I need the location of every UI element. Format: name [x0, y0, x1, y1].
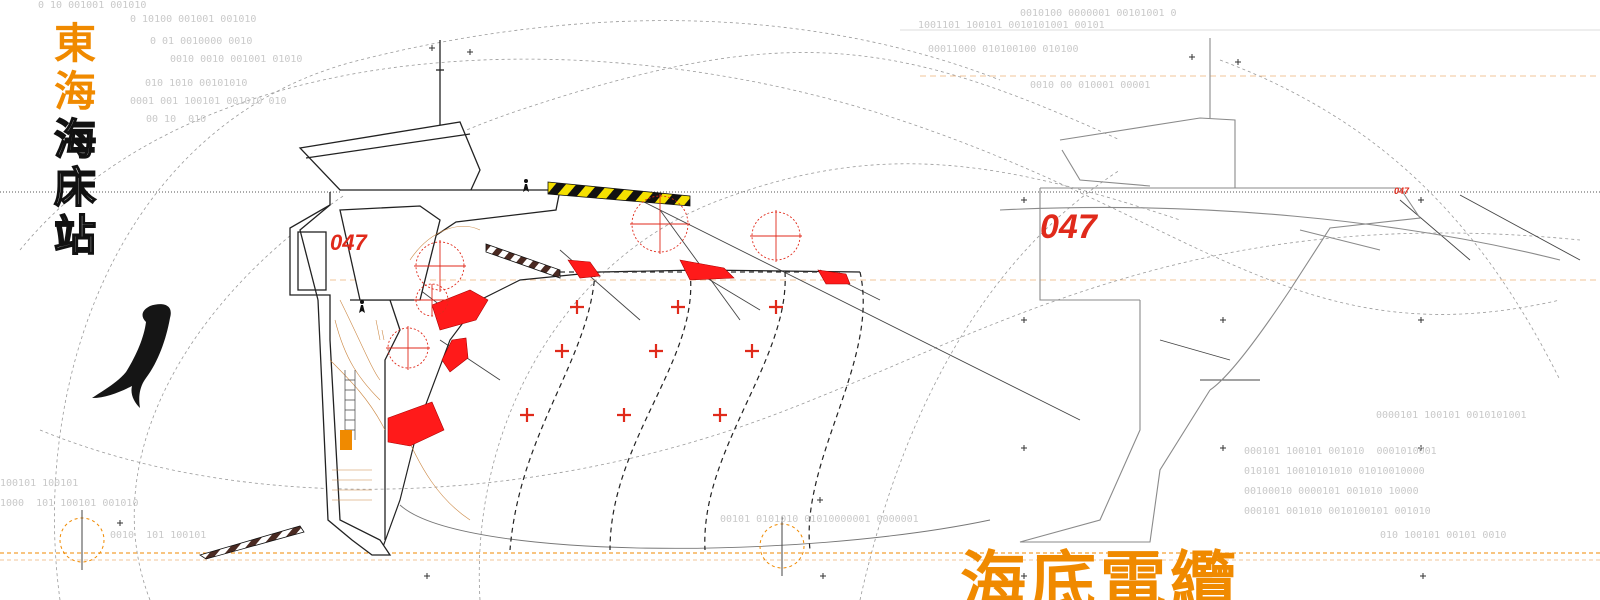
code-block: 000101 100101 001010 0001010001: [1244, 446, 1437, 457]
title-char: 東: [53, 19, 96, 68]
hull-number-label-small: 047: [1394, 186, 1410, 196]
code-block: 00101 0101010 01010000001 0000001: [720, 514, 919, 525]
code-block: 0 10 001001 001010: [38, 0, 147, 11]
tether-lines: [419, 189, 1581, 421]
station-structure: [289, 40, 561, 556]
code-block: 0001 001 100101 001010 010: [130, 96, 287, 107]
code-block: 010 1010 00101010: [145, 78, 248, 89]
interior-hatching: [329, 226, 481, 521]
red-cross-marker-icon: [713, 408, 727, 422]
cross-markers: [520, 300, 783, 422]
title-char: 海: [53, 115, 97, 165]
code-block: 00011000 010100100 010100: [928, 44, 1079, 55]
crosshair-target-icon: [414, 283, 450, 317]
crosshair-targets: [386, 194, 802, 370]
title-char: 站: [53, 211, 97, 261]
crosshair-target-icon: [59, 510, 105, 570]
title-char: 海: [53, 67, 96, 116]
code-block: 0010 101 100101: [110, 530, 207, 541]
bottom-title: 海底電纜: [960, 544, 1240, 600]
code-block: 0010 0010 001001 01010: [170, 54, 303, 65]
orange-hatch: [340, 430, 352, 450]
hull-number-label: 047: [330, 230, 367, 255]
code-block: 010101 10010101010 01010010000: [1244, 466, 1425, 477]
title-char: 床: [53, 163, 97, 213]
cable-lines: [509, 271, 864, 551]
code-block: 000101 001010 0010100101 001010: [1244, 506, 1431, 517]
grid-crosses: [117, 45, 1426, 579]
code-block: 0000101 100101 0010101001: [1376, 410, 1527, 421]
code-block: 00 10 010: [146, 114, 207, 125]
code-block: 1001101 100101 0010101001 00101: [918, 20, 1105, 31]
ghost-station-outline: [999, 38, 1561, 543]
crosshair-target-icon: [759, 516, 805, 576]
vertical-title: 東 海 海 床 站: [44, 19, 106, 261]
code-block: 100101 100101: [0, 478, 79, 489]
red-cross-marker-icon: [649, 344, 663, 358]
code-block: 1000 101 100101 001010: [0, 498, 139, 509]
orbit-lines: [19, 20, 1581, 600]
orange-targets: [59, 510, 805, 576]
hull-number-label-large: 047: [1040, 208, 1097, 246]
red-cross-marker-icon: [671, 300, 685, 314]
crosshair-target-icon: [750, 210, 802, 262]
code-block: 0010100 0000001 00101001 0: [1020, 8, 1177, 19]
code-block: 0 01 0010000 0010: [150, 36, 253, 47]
red-cross-marker-icon: [745, 344, 759, 358]
code-block: 00100010 0000101 001010 10000: [1244, 486, 1419, 497]
interior-ladders: [344, 370, 356, 440]
red-cross-marker-icon: [617, 408, 631, 422]
red-cross-marker-icon: [520, 408, 534, 422]
whale-silhouette-icon: [92, 304, 171, 408]
diver-figure-icon: [359, 300, 365, 313]
red-cross-marker-icon: [769, 300, 783, 314]
red-cross-marker-icon: [555, 344, 569, 358]
reference-lines: [0, 29, 1600, 561]
diver-figure-icon: [523, 179, 529, 192]
crosshair-target-icon: [630, 194, 690, 254]
code-block: 0010 00 010001 00001: [1030, 80, 1151, 91]
red-patches: [387, 259, 851, 447]
code-block: 010 100101 00101 0010: [1380, 530, 1507, 541]
red-cross-marker-icon: [570, 300, 584, 314]
crosshair-target-icon: [386, 326, 430, 370]
code-block: 0 10100 001001 001010: [130, 14, 257, 25]
crosshair-target-icon: [414, 240, 466, 292]
hazard-gantry: [199, 181, 691, 560]
